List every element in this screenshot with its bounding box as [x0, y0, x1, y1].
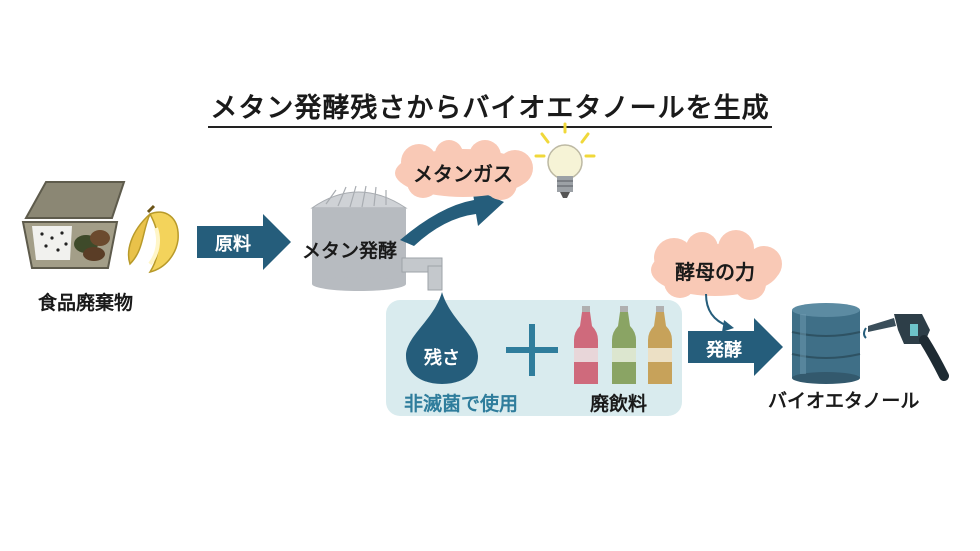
waste-drinks-label: 廃飲料 — [590, 393, 648, 415]
fuel-nozzle-icon — [863, 314, 949, 381]
yeast-cloud — [651, 230, 782, 300]
water-drop-icon — [406, 292, 478, 384]
bioethanol-label: バイオエタノール — [768, 390, 920, 412]
fermentation-arrow — [688, 318, 783, 376]
oil-drum-icon — [791, 303, 861, 384]
methane-gas-label: メタンガス — [413, 162, 513, 186]
plus-icon — [506, 324, 558, 376]
methane-gas-cloud — [395, 140, 533, 200]
methane-gas-arrow — [400, 188, 504, 246]
fermentation-tank-icon — [310, 185, 443, 291]
fermentation-arrow-label: 発酵 — [706, 340, 742, 361]
residue-label: 残さ — [424, 348, 460, 369]
yeast-power-label: 酵母の力 — [675, 260, 755, 284]
yeast-pointer-arrow — [705, 293, 734, 332]
food-waste-label: 食品廃棄物 — [38, 292, 134, 314]
raw-material-arrow — [197, 214, 291, 270]
non-sterile-label: 非滅菌で使用 — [404, 393, 519, 415]
bento-box-icon — [21, 181, 126, 269]
light-bulb-icon — [534, 122, 596, 198]
diagram-title: メタン発酵残さからバイオエタノールを生成 — [0, 86, 980, 128]
raw-material-label: 原料 — [215, 234, 251, 255]
banana-peel-icon — [127, 204, 179, 274]
methane-fermentation-label: メタン発酵 — [302, 240, 398, 262]
bottles-icon — [574, 306, 672, 384]
